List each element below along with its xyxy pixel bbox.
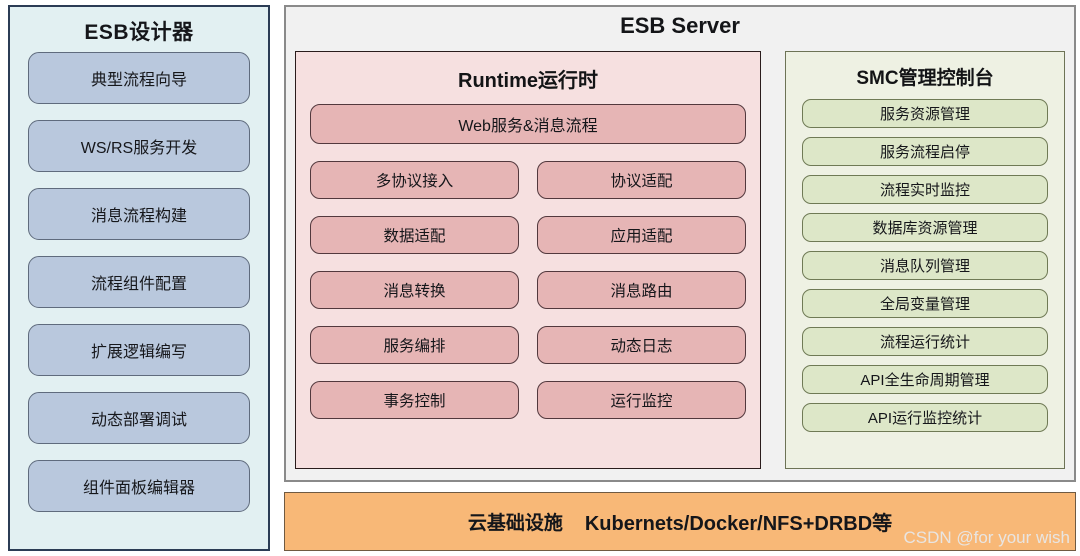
designer-item-extension-logic-writing[interactable]: 扩展逻辑编写	[28, 324, 250, 376]
esb-server-columns: Runtime运行时 Web服务&消息流程 多协议接入 协议适配 数据适配 应用…	[295, 51, 1065, 469]
designer-item-component-panel-editor[interactable]: 组件面板编辑器	[28, 460, 250, 512]
runtime-item-message-routing[interactable]: 消息路由	[537, 271, 746, 309]
cloud-infrastructure-stack: Kubernets/Docker/NFS+DRBD等	[584, 513, 893, 535]
esb-designer-item-list: 典型流程向导 WS/RS服务开发 消息流程构建 流程组件配置 扩展逻辑编写 动态…	[10, 52, 268, 512]
smc-item-list: 服务资源管理 服务流程启停 流程实时监控 数据库资源管理 消息队列管理 全局变量…	[786, 99, 1064, 432]
designer-item-dynamic-deploy-debug[interactable]: 动态部署调试	[28, 392, 250, 444]
smc-item-database-resource-management[interactable]: 数据库资源管理	[802, 213, 1048, 242]
smc-title: SMC管理控制台	[856, 68, 994, 89]
runtime-item-application-adaptation[interactable]: 应用适配	[537, 216, 746, 254]
runtime-item-dynamic-logging[interactable]: 动态日志	[537, 326, 746, 364]
esb-designer-title: ESB设计器	[84, 21, 194, 44]
runtime-item-grid: 多协议接入 协议适配 数据适配 应用适配 消息转换 消息路由 服务编排 动态日志…	[310, 161, 746, 419]
cloud-infrastructure-bar: 云基础设施 Kubernets/Docker/NFS+DRBD等	[284, 492, 1076, 551]
smc-item-api-lifecycle-management[interactable]: API全生命周期管理	[802, 365, 1048, 394]
designer-item-message-flow-build[interactable]: 消息流程构建	[28, 188, 250, 240]
smc-panel: SMC管理控制台 服务资源管理 服务流程启停 流程实时监控 数据库资源管理 消息…	[785, 51, 1065, 469]
runtime-item-runtime-monitoring[interactable]: 运行监控	[537, 381, 746, 419]
runtime-item-multi-protocol-access[interactable]: 多协议接入	[310, 161, 519, 199]
runtime-item-protocol-adaptation[interactable]: 协议适配	[537, 161, 746, 199]
smc-item-realtime-flow-monitoring[interactable]: 流程实时监控	[802, 175, 1048, 204]
designer-item-flow-component-config[interactable]: 流程组件配置	[28, 256, 250, 308]
smc-item-global-variable-management[interactable]: 全局变量管理	[802, 289, 1048, 318]
runtime-panel: Runtime运行时 Web服务&消息流程 多协议接入 协议适配 数据适配 应用…	[295, 51, 761, 469]
designer-item-ws-rs-service-dev[interactable]: WS/RS服务开发	[28, 120, 250, 172]
runtime-body: Web服务&消息流程 多协议接入 协议适配 数据适配 应用适配 消息转换 消息路…	[296, 104, 760, 419]
cloud-infrastructure-label: 云基础设施	[467, 513, 563, 534]
runtime-item-message-transformation[interactable]: 消息转换	[310, 271, 519, 309]
smc-item-flow-runtime-statistics[interactable]: 流程运行统计	[802, 327, 1048, 356]
esb-server-panel: ESB Server Runtime运行时 Web服务&消息流程 多协议接入 协…	[284, 5, 1076, 482]
runtime-item-web-service-message-flow[interactable]: Web服务&消息流程	[310, 104, 746, 144]
smc-item-service-resource-management[interactable]: 服务资源管理	[802, 99, 1048, 128]
runtime-item-transaction-control[interactable]: 事务控制	[310, 381, 519, 419]
esb-server-title: ESB Server	[620, 13, 740, 38]
esb-designer-panel: ESB设计器 典型流程向导 WS/RS服务开发 消息流程构建 流程组件配置 扩展…	[8, 5, 270, 551]
smc-item-api-runtime-monitoring-statistics[interactable]: API运行监控统计	[802, 403, 1048, 432]
runtime-item-data-adaptation[interactable]: 数据适配	[310, 216, 519, 254]
runtime-item-service-orchestration[interactable]: 服务编排	[310, 326, 519, 364]
runtime-title: Runtime运行时	[458, 70, 598, 92]
smc-item-service-flow-start-stop[interactable]: 服务流程启停	[802, 137, 1048, 166]
smc-item-message-queue-management[interactable]: 消息队列管理	[802, 251, 1048, 280]
designer-item-typical-process-wizard[interactable]: 典型流程向导	[28, 52, 250, 104]
